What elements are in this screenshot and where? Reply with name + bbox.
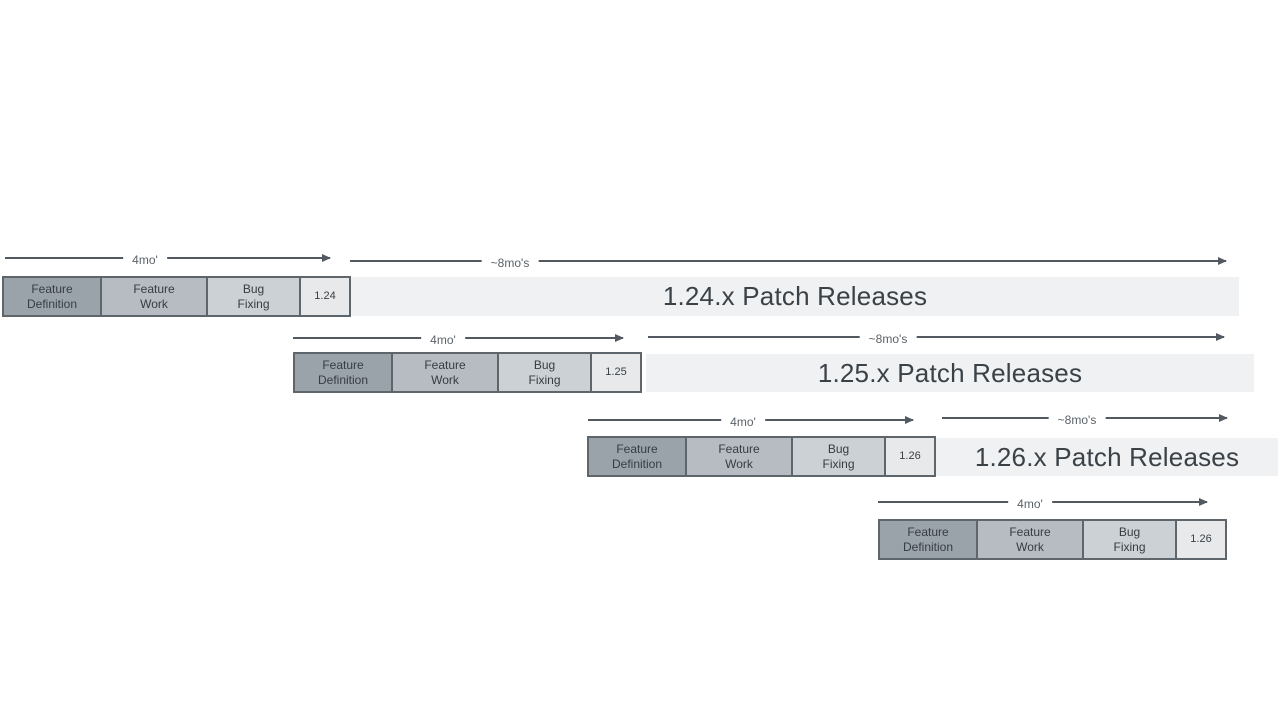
arrow-8mo-row2: ~8mo's <box>648 332 1225 346</box>
phase-box-bug-fixing: Bug Fixing <box>206 276 301 317</box>
version-box: 1.25 <box>590 352 642 393</box>
phase-box-feature-definition: Feature Definition <box>878 519 978 560</box>
timeline-row-3: Feature Definition Feature Work Bug Fixi… <box>587 436 936 477</box>
arrow-4mo-label: 4mo' <box>421 333 465 347</box>
arrow-8mo-row1: ~8mo's <box>350 256 1227 270</box>
phase-box-feature-work: Feature Work <box>391 352 499 393</box>
arrow-4mo-row4: 4mo' <box>878 497 1208 511</box>
timeline-row-1: Feature Definition Feature Work Bug Fixi… <box>2 276 351 317</box>
timeline-row-2: Feature Definition Feature Work Bug Fixi… <box>293 352 642 393</box>
timeline-row-4: Feature Definition Feature Work Bug Fixi… <box>878 519 1227 560</box>
arrow-8mo-label: ~8mo's <box>1048 413 1106 427</box>
arrow-4mo-label: 4mo' <box>123 253 167 267</box>
arrow-4mo-label: 4mo' <box>1008 497 1052 511</box>
arrow-4mo-row1: 4mo' <box>5 253 331 267</box>
phase-box-bug-fixing: Bug Fixing <box>1082 519 1177 560</box>
arrow-4mo-label: 4mo' <box>721 415 765 429</box>
arrow-4mo-row2: 4mo' <box>293 333 624 347</box>
phase-box-feature-definition: Feature Definition <box>587 436 687 477</box>
phase-box-bug-fixing: Bug Fixing <box>497 352 592 393</box>
phase-box-feature-work: Feature Work <box>100 276 208 317</box>
phase-box-feature-work: Feature Work <box>685 436 793 477</box>
phase-box-feature-definition: Feature Definition <box>2 276 102 317</box>
version-box: 1.26 <box>884 436 936 477</box>
phase-box-feature-work: Feature Work <box>976 519 1084 560</box>
phase-box-feature-definition: Feature Definition <box>293 352 393 393</box>
phase-box-bug-fixing: Bug Fixing <box>791 436 886 477</box>
patch-releases-bar-3: 1.26.x Patch Releases <box>936 438 1278 476</box>
version-box: 1.26 <box>1175 519 1227 560</box>
arrow-8mo-row3: ~8mo's <box>942 413 1228 427</box>
arrow-4mo-row3: 4mo' <box>588 415 914 429</box>
arrow-8mo-label: ~8mo's <box>859 332 917 346</box>
patch-releases-bar-1: 1.24.x Patch Releases <box>351 277 1239 316</box>
arrow-8mo-label: ~8mo's <box>481 256 539 270</box>
version-box: 1.24 <box>299 276 351 317</box>
patch-releases-bar-2: 1.25.x Patch Releases <box>646 354 1254 392</box>
